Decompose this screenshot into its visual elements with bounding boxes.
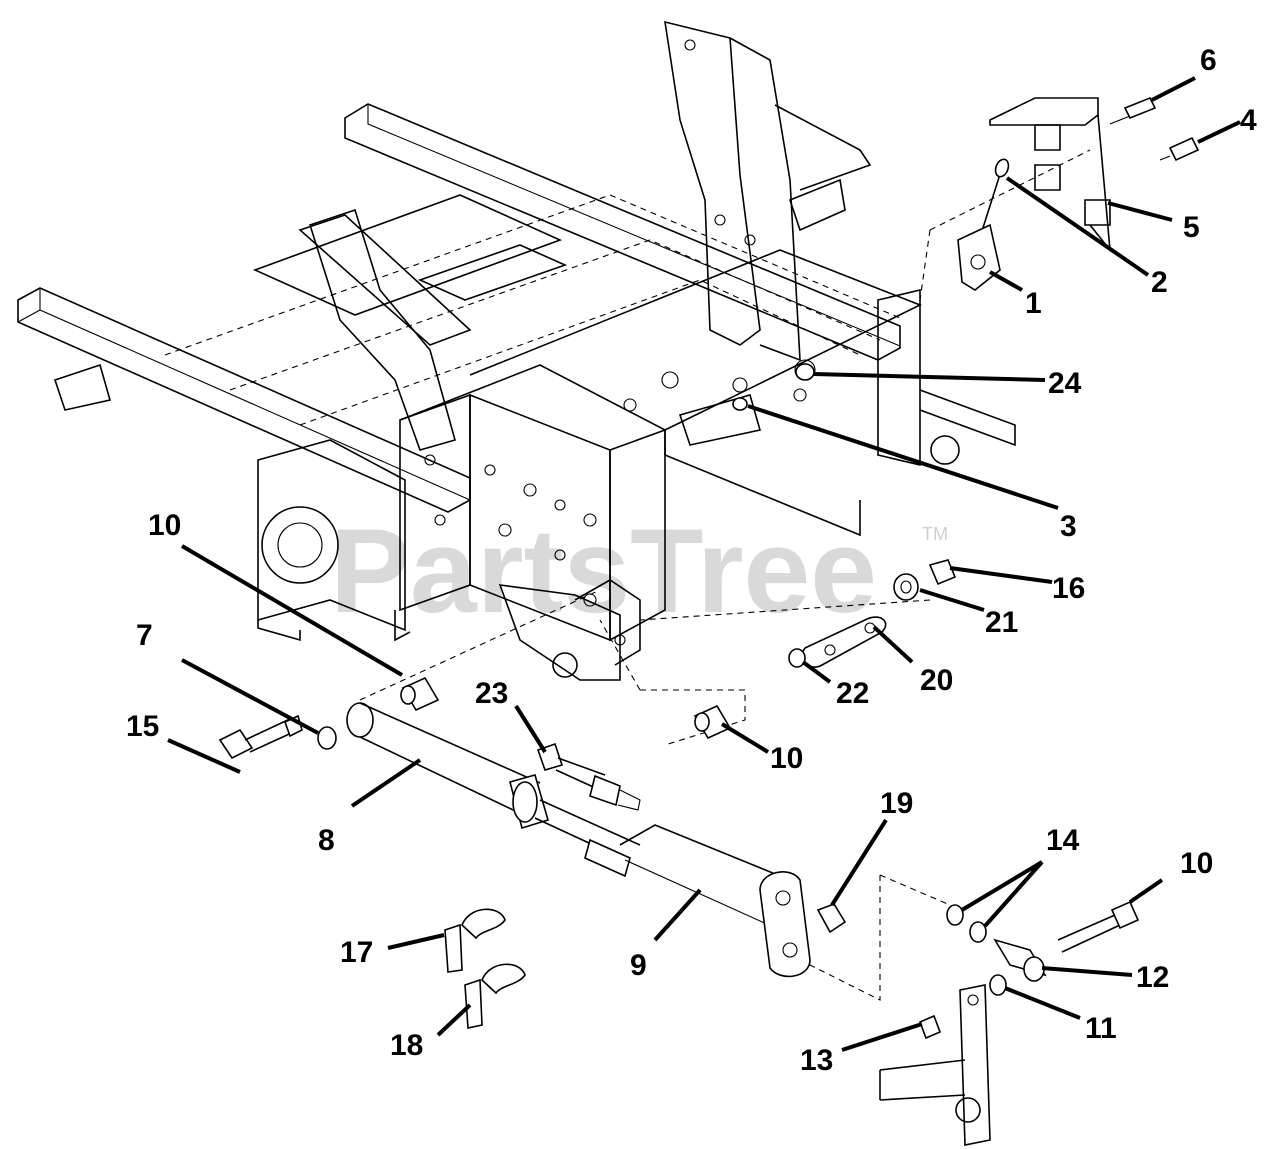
callout-10-upper: 10 [148, 509, 181, 542]
linkage-assembly [218, 559, 1140, 1146]
callout-9: 9 [630, 949, 647, 982]
callout-2: 2 [1151, 266, 1168, 299]
callout-25: 24 [1048, 367, 1082, 400]
callout-1: 1 [1025, 287, 1042, 320]
callout-13: 12 [1136, 961, 1169, 994]
callout-19: 18 [390, 1029, 423, 1062]
callout-5: 5 [1183, 211, 1200, 244]
callout-10-lower: 10 [770, 742, 803, 775]
callout-18: 17 [340, 936, 373, 969]
callout-16: 15 [126, 710, 159, 743]
callout-labels: 6 4 5 2 1 24 3 16 21 20 22 10 7 15 23 10… [126, 44, 1257, 1077]
callout-17: 16 [1052, 572, 1085, 605]
callout-15: 14 [1046, 824, 1080, 857]
callout-22: 21 [985, 606, 1018, 639]
callout-6: 6 [1200, 44, 1217, 77]
leader-lines [167, 76, 1241, 1052]
callout-3: 3 [1060, 510, 1077, 543]
part-3-nut [732, 397, 748, 411]
part-25-washer [795, 363, 815, 381]
callout-14: 13 [800, 1044, 833, 1077]
watermark-tm: TM [922, 524, 948, 544]
callout-11: 10 [1180, 847, 1213, 880]
callout-12: 11 [1085, 1012, 1117, 1045]
callout-20: 19 [880, 787, 913, 820]
frame-assembly [17, 20, 1016, 681]
callout-23: 22 [836, 677, 869, 710]
callout-24: 23 [475, 677, 508, 710]
callout-7: 7 [136, 619, 153, 652]
callout-21: 20 [920, 664, 953, 697]
watermark: PartsTree [330, 504, 877, 638]
callout-4: 4 [1240, 104, 1257, 137]
callout-8: 8 [318, 824, 335, 857]
